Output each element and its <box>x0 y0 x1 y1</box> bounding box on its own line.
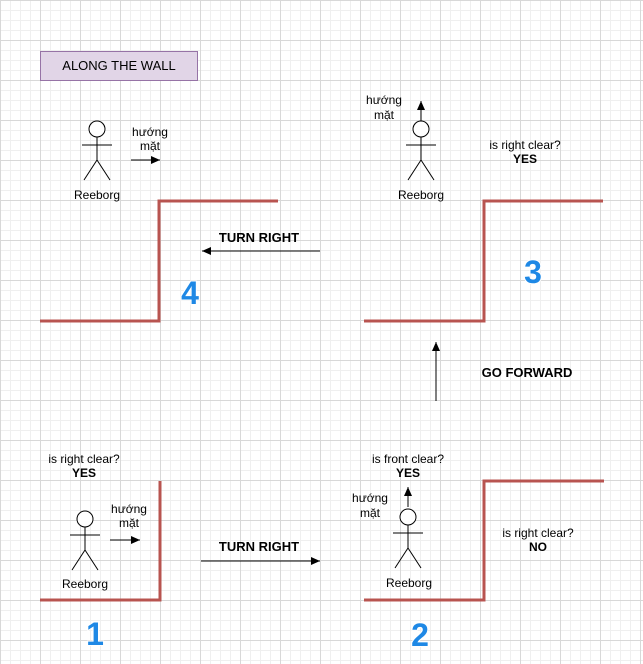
facing-label-panel1-line1: hướng <box>111 502 147 516</box>
go-forward-label: GO FORWARD <box>482 365 573 380</box>
panel2-front-answer: YES <box>396 466 420 480</box>
robot-name-panel2: Reeborg <box>386 576 432 590</box>
step-number-1: 1 <box>86 616 104 652</box>
facing-label-panel3-line1: hướng <box>366 93 402 107</box>
panel3-question: is right clear? <box>489 138 561 152</box>
step-number-3: 3 <box>524 254 542 290</box>
wall-panel-2 <box>364 479 604 602</box>
robot-name-panel4: Reeborg <box>74 188 120 202</box>
diagram-title: ALONG THE WALL <box>40 51 198 81</box>
facing-label-panel2-line1: hướng <box>352 491 388 505</box>
reeborg-figure-panel2 <box>393 508 423 569</box>
facing-label-panel1-line2: mặt <box>119 516 140 530</box>
wall-panel-1 <box>40 481 162 602</box>
robot-name-panel3: Reeborg <box>398 188 444 202</box>
panel1-question: is right clear? <box>48 452 120 466</box>
reeborg-figure-panel1 <box>70 510 100 571</box>
step-number-2: 2 <box>411 617 429 653</box>
wall-panel-4 <box>40 199 278 323</box>
robot-name-panel1: Reeborg <box>62 577 108 591</box>
wall-panel-3 <box>364 199 603 323</box>
facing-label-panel4-line1: hướng <box>132 125 168 139</box>
facing-label-panel4-line2: mặt <box>140 139 161 153</box>
panel2-front-question: is front clear? <box>372 452 444 466</box>
panel2-right-answer: NO <box>529 540 547 554</box>
reeborg-figure-panel3 <box>406 120 436 181</box>
panel3-answer: YES <box>513 152 537 166</box>
turn-right-label-top: TURN RIGHT <box>219 230 299 245</box>
reeborg-figure-panel4 <box>82 120 112 181</box>
panel2-right-question: is right clear? <box>502 526 574 540</box>
step-number-4: 4 <box>181 275 199 311</box>
facing-label-panel2-line2: mặt <box>360 506 381 520</box>
facing-label-panel3-line2: mặt <box>374 108 395 122</box>
panel1-answer: YES <box>72 466 96 480</box>
turn-right-label-bottom: TURN RIGHT <box>219 539 299 554</box>
